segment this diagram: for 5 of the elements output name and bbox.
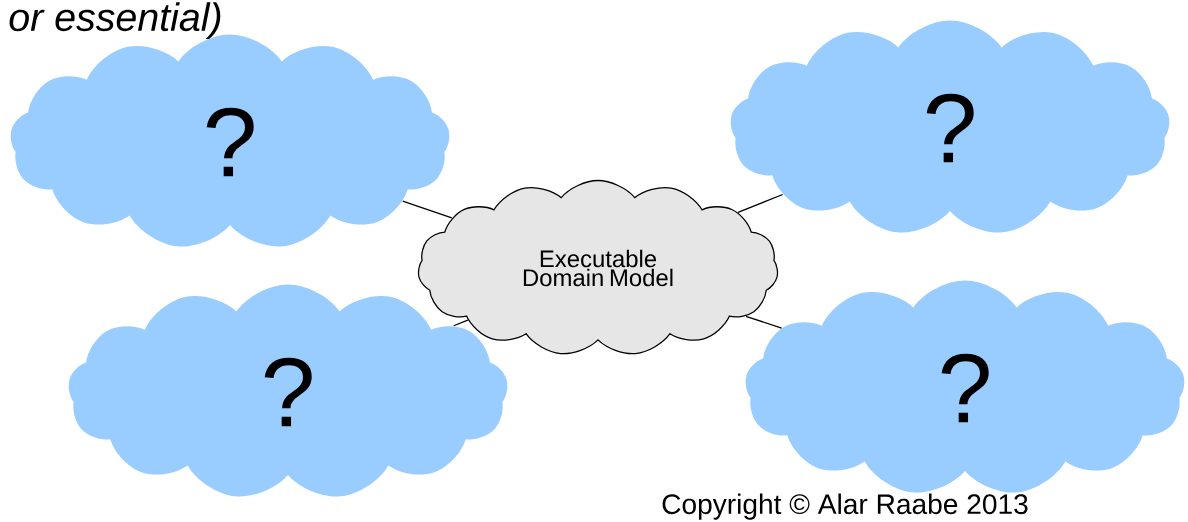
connector-line [745,315,783,329]
connector-line [402,200,453,219]
connector-line [453,319,469,327]
copyright-note: Copyright © Alar Raabe 2013 [662,493,1028,520]
connector-line [737,193,784,213]
